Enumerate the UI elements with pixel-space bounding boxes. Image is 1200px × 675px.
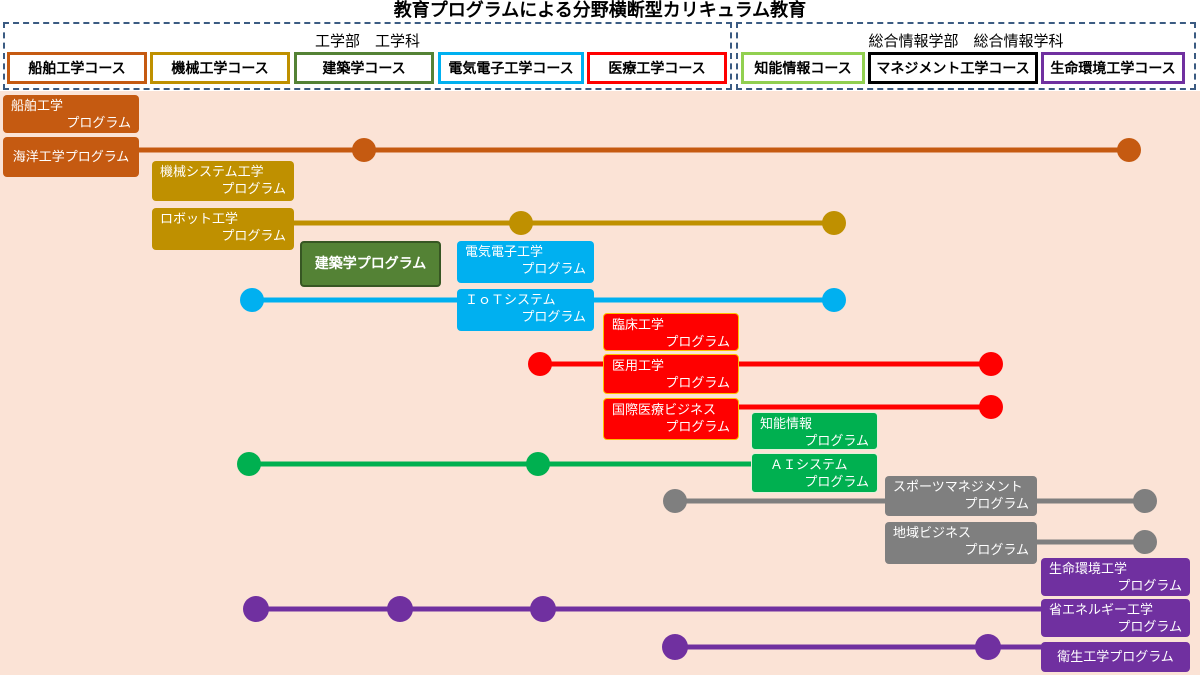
program-hygiene: 衛生工学プログラム [1041,642,1190,672]
program-sports-management: スポーツマネジメント プログラム [885,476,1037,516]
med-node [979,395,1003,419]
program-clinical-engineering: 臨床工学 プログラム [603,313,739,351]
intel-line [237,452,752,476]
program-regional-business: 地域ビジネス プログラム [885,522,1037,564]
elec-node [822,288,846,312]
mgmt-node [1133,530,1157,554]
intel-node [237,452,261,476]
program-iot-systems: ＩｏＴシステム プログラム [457,289,594,331]
env-node [243,596,269,622]
med-node [979,352,1003,376]
informatics-department-box [736,22,1196,90]
ship-node [1117,138,1141,162]
mgmt-node [1133,489,1157,513]
page-title: 教育プログラムによる分野横断型カリキュラム教育 [393,0,807,21]
med-line-2 [738,395,1003,419]
course-electrical: 電気電子工学コース [438,52,584,84]
engineering-department-title: 工学部 工学科 [314,32,420,50]
course-architecture: 建築学コース [294,52,434,84]
program-ship: 船舶工学 プログラム [3,95,139,133]
program-ocean: 海洋工学プログラム [3,137,139,177]
mgmt-node [663,489,687,513]
env-node [975,634,1001,660]
program-robotics: ロボット工学 プログラム [152,208,294,250]
ship-node [352,138,376,162]
course-ship: 船舶工学コース [7,52,147,84]
env-line-1 [243,596,1042,622]
program-energy-saving: 省エネルギー工学 プログラム [1041,599,1190,637]
mech-node [822,211,846,235]
program-architecture: 建築学プログラム [300,241,441,287]
ship-line [138,138,1141,162]
informatics-department-title: 総合情報学部 総合情報学科 [868,32,1064,50]
course-mechanical: 機械工学コース [150,52,290,84]
med-line-1 [528,352,1003,376]
program-mechanical-systems: 機械システム工学 プログラム [152,161,294,201]
mgmt-line-2 [1035,530,1157,554]
program-international-medical-business: 国際医療ビジネス プログラム [603,398,739,440]
env-node [387,596,413,622]
program-electrical: 電気電子工学 プログラム [457,241,594,283]
env-node [662,634,688,660]
mech-node [509,211,533,235]
med-node [528,352,552,376]
intel-node [526,452,550,476]
program-life-environment: 生命環境工学 プログラム [1041,558,1190,596]
course-medical: 医療工学コース [587,52,727,84]
mech-line [293,211,846,235]
course-environment: 生命環境工学コース [1041,52,1185,84]
program-ai-systems: ＡＩシステム プログラム [751,453,878,493]
course-intelligence: 知能情報コース [741,52,865,84]
program-medical-engineering: 医用工学 プログラム [603,354,739,394]
env-node [530,596,556,622]
program-intelligence: 知能情報 プログラム [751,412,878,450]
elec-node [240,288,264,312]
env-line-2 [662,634,1042,660]
course-management: マネジメント工学コース [868,52,1038,84]
engineering-department-box [3,22,732,90]
